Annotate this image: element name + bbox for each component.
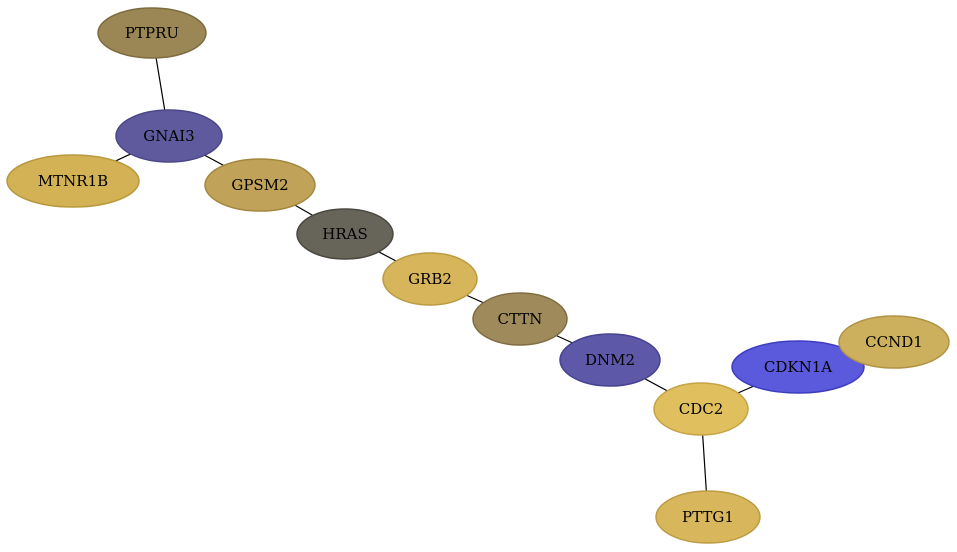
node-label-gpsm2: GPSM2 [231, 176, 288, 194]
node-ellipse-grb2[interactable] [382, 252, 478, 306]
node-label-grb2: GRB2 [408, 270, 452, 288]
node-label-cdc2: CDC2 [679, 400, 724, 418]
node-ellipse-cdc2[interactable] [653, 382, 749, 436]
node-label-mtnr1b: MTNR1B [38, 172, 108, 190]
node-gpsm2[interactable]: GPSM2 [204, 158, 316, 212]
node-dnm2[interactable]: DNM2 [559, 333, 661, 387]
node-grb2[interactable]: GRB2 [382, 252, 478, 306]
node-cttn[interactable]: CTTN [472, 292, 568, 346]
node-ellipse-cdkn1a[interactable] [731, 340, 865, 394]
node-hras[interactable]: HRAS [296, 208, 394, 260]
node-ellipse-gpsm2[interactable] [204, 158, 316, 212]
node-ellipse-gnai3[interactable] [115, 109, 223, 163]
node-gnai3[interactable]: GNAI3 [115, 109, 223, 163]
node-cdc2[interactable]: CDC2 [653, 382, 749, 436]
node-label-hras: HRAS [322, 225, 367, 243]
node-ellipse-pttg1[interactable] [655, 490, 761, 544]
node-ellipse-ptpru[interactable] [97, 7, 207, 59]
node-label-cttn: CTTN [498, 310, 543, 328]
node-label-ccnd1: CCND1 [865, 333, 923, 351]
node-label-cdkn1a: CDKN1A [764, 358, 832, 376]
node-mtnr1b[interactable]: MTNR1B [6, 154, 140, 208]
node-ellipse-dnm2[interactable] [559, 333, 661, 387]
node-label-gnai3: GNAI3 [143, 127, 194, 145]
node-ellipse-ccnd1[interactable] [838, 315, 950, 369]
node-label-ptpru: PTPRU [125, 24, 179, 42]
node-label-pttg1: PTTG1 [682, 508, 734, 526]
node-ellipse-hras[interactable] [296, 208, 394, 260]
node-ellipse-cttn[interactable] [472, 292, 568, 346]
edges-layer [72, 32, 895, 518]
node-cdkn1a[interactable]: CDKN1A [731, 340, 865, 394]
node-ptpru[interactable]: PTPRU [97, 7, 207, 59]
node-ellipse-mtnr1b[interactable] [6, 154, 140, 208]
node-pttg1[interactable]: PTTG1 [655, 490, 761, 544]
node-label-dnm2: DNM2 [585, 351, 635, 369]
node-ccnd1[interactable]: CCND1 [838, 315, 950, 369]
